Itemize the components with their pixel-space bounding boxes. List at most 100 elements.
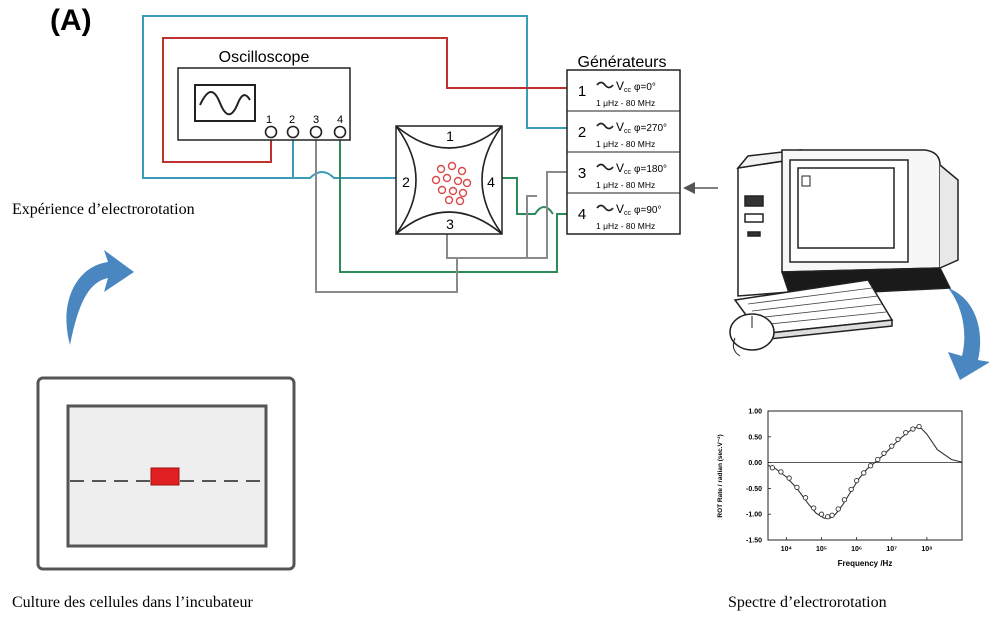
chart-x-tick-label-1: 10⁵ (816, 546, 827, 553)
sine-icon (596, 163, 614, 171)
chart-y-tick-label-0: 1.00 (748, 409, 762, 416)
curved-arrow-up-icon (66, 250, 134, 345)
chart-point-9 (835, 506, 841, 512)
chart-point-8 (829, 512, 835, 518)
chart-point-10 (841, 497, 848, 503)
svg-text:φ=90°: φ=90° (634, 205, 661, 216)
chart-x-axis-label: Frequency /Hz (838, 559, 893, 568)
generator-row-2: 2 V cc φ=270° 1 μHz - 80 MHz (578, 120, 667, 149)
svg-text:V: V (616, 120, 624, 134)
svg-text:1 μHz - 80 MHz: 1 μHz - 80 MHz (596, 139, 655, 149)
chart-point-2 (786, 475, 792, 481)
green-wire (339, 132, 567, 273)
sine-icon (596, 204, 614, 212)
cells (431, 161, 472, 206)
chart-point-15 (875, 456, 881, 463)
chart-point-14 (867, 463, 874, 469)
chart-point-6 (818, 511, 825, 517)
svg-text:V: V (616, 79, 624, 93)
electrorotation-spectrum-chart: 1.00 0.50 0.00 -0.50 -1.00 -1.50 10⁴ 10⁵ 10⁶ 10⁷… (717, 409, 963, 568)
electrode-1 (395, 125, 503, 149)
electrode-label-2: 2 (402, 174, 410, 190)
gray-wire (315, 132, 458, 293)
chart-point-17 (889, 443, 895, 449)
oscilloscope-title: Oscilloscope (219, 49, 310, 66)
channel-label-4: 4 (337, 114, 343, 126)
chart-y-tick-label-2: 0.00 (748, 460, 762, 467)
gray-wire-gen3 (446, 171, 567, 259)
svg-text:V: V (616, 202, 624, 216)
svg-text:cc: cc (624, 169, 632, 176)
oscilloscope-screen (194, 84, 256, 122)
channel-label-3: 3 (313, 114, 319, 126)
chart-point-4 (802, 495, 809, 501)
chart-point-16 (881, 450, 887, 456)
svg-text:3: 3 (578, 165, 586, 182)
channel-label-2: 2 (289, 114, 295, 126)
chart-point-7 (825, 514, 831, 520)
channel-connector-3 (309, 125, 323, 139)
chart-y-tick-label-3: -0.50 (746, 486, 762, 493)
chart-point-18 (895, 436, 901, 443)
svg-text:φ=0°: φ=0° (634, 82, 656, 93)
chart-y-tick-label-5: -1.50 (746, 538, 762, 545)
wires (142, 15, 567, 293)
chart-point-19 (903, 430, 909, 436)
blue-wire-electrode2 (293, 171, 397, 179)
caption-experiment: Expérience d’electrorotation (12, 201, 195, 218)
chart-point-11 (848, 486, 854, 493)
chart-x-tick-label-2: 10⁶ (851, 546, 862, 553)
svg-text:2: 2 (578, 124, 586, 141)
svg-text:cc: cc (624, 87, 632, 94)
chart-point-0 (769, 465, 776, 471)
generator-row-3: 3 V cc φ=180° 1 μHz - 80 MHz (578, 161, 667, 190)
chart-x-tick-label-0: 10⁴ (781, 546, 793, 553)
chart-y-axis-label: ROT Rate / radian (sec.V⁻²) (717, 434, 724, 517)
panel-label: (A) (50, 4, 92, 37)
chart-point-21 (916, 423, 922, 430)
oscilloscope: Oscilloscope 1 2 3 4 (177, 49, 351, 141)
sine-icon (596, 122, 614, 130)
generator-row-1: 1 V cc φ=0° 1 μHz - 80 MHz (578, 79, 656, 108)
electrode-4 (481, 125, 503, 235)
svg-text:1: 1 (578, 83, 586, 100)
chart-frame (767, 410, 963, 541)
sine-icon (596, 81, 614, 89)
channel-label-1: 1 (266, 114, 272, 126)
green-wire-electrode4 (500, 177, 554, 215)
curved-arrow-down-icon (948, 288, 989, 380)
channel-connector-4 (333, 125, 347, 139)
electrode-label-3: 3 (446, 216, 454, 232)
culture-sample (150, 467, 180, 486)
waveform-icon (199, 91, 251, 116)
svg-text:cc: cc (624, 128, 632, 135)
svg-text:4: 4 (578, 206, 586, 223)
electrode-label-4: 4 (487, 174, 495, 190)
caption-culture: Culture des cellules dans l’incubateur (12, 594, 253, 611)
chart-y-tick-label-1: 0.50 (748, 434, 762, 441)
chart-point-3 (794, 484, 800, 491)
channel-connector-2 (286, 125, 300, 139)
svg-text:1 μHz - 80 MHz: 1 μHz - 80 MHz (596, 221, 655, 231)
chart-point-20 (910, 426, 916, 432)
svg-text:φ=270°: φ=270° (634, 123, 667, 134)
chart-x-tick-label-4: 10⁸ (921, 546, 932, 553)
caption-spectrum: Spectre d’electrorotation (728, 594, 887, 611)
generators-title: Générateurs (578, 54, 667, 71)
incubator-icon (36, 376, 296, 571)
chart-x-tick-label-3: 10⁷ (886, 546, 897, 553)
gray-wire-branch (526, 195, 537, 258)
svg-text:1 μHz - 80 MHz: 1 μHz - 80 MHz (596, 98, 655, 108)
computer-icon (729, 149, 959, 357)
generators: Générateurs 1 V cc φ=0° 1 μHz - 80 MHz 2… (566, 54, 681, 235)
chart-point-13 (861, 470, 867, 476)
electrorotation-chamber: 1 2 3 4 (395, 125, 503, 235)
svg-text:V: V (616, 161, 624, 175)
electrode-3 (395, 211, 503, 235)
chart-point-12 (853, 478, 860, 484)
electrode-2 (395, 125, 417, 235)
chart-point-1 (778, 469, 784, 475)
chart-y-tick-label-4: -1.00 (746, 512, 762, 519)
red-wire (162, 37, 567, 163)
